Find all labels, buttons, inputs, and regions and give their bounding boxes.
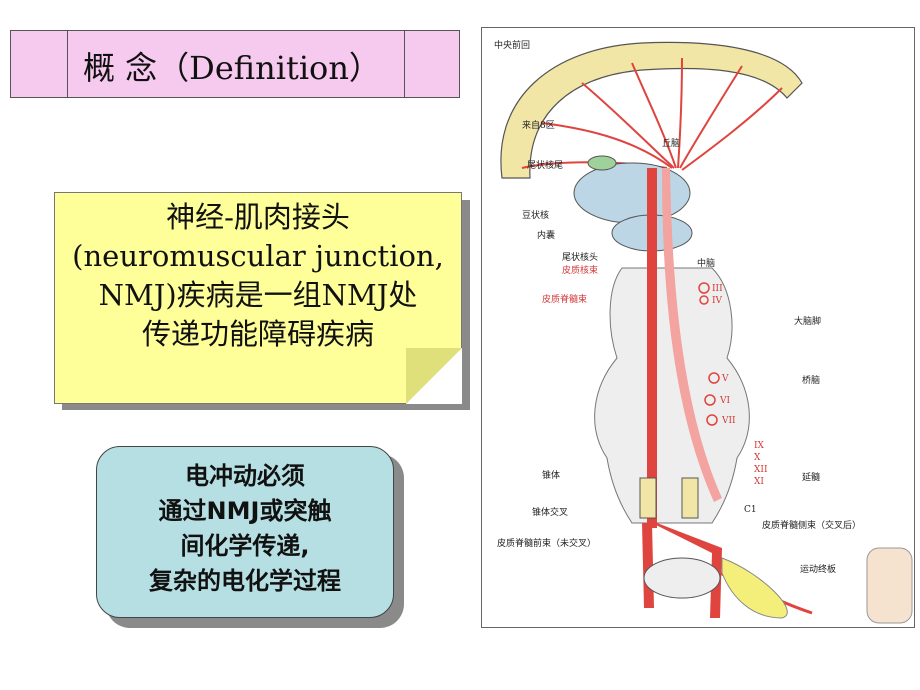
label-motor-endplate: 运动终板 (800, 563, 836, 575)
spinal-cord-section (643, 557, 721, 599)
label-pyramid: 锥体 (542, 469, 560, 481)
title-divider-right (404, 31, 405, 97)
page-fold-corner (406, 348, 462, 404)
label-thalamus: 丘脑 (662, 137, 680, 149)
pyramid-left (639, 477, 657, 519)
definition-line: 神经-肌肉接头 (166, 200, 350, 234)
note-line: 间化学传递, (180, 532, 310, 560)
nuclei-markers (698, 282, 720, 426)
label-nucleus-vii: VII (721, 416, 736, 426)
title-box: 概 念（Definition） (10, 30, 460, 98)
note-box: 电冲动必须 通过NMJ或突触 间化学传递, 复杂的电化学过程 (96, 446, 394, 618)
label-c1: C1 (744, 505, 757, 515)
label-caudate-head: 尾状核头 (562, 251, 598, 263)
label-nucleus-xii: XII (754, 465, 768, 475)
pyramidal-tract-figure: 中央前回 来自8区 尾状核尾 丘脑 豆状核 内囊 尾状核头 皮质核束 皮质脊髓束… (481, 27, 915, 628)
label-anterior-tract: 皮质脊髓前束（未交叉） (497, 537, 596, 549)
label-pons: 桥脑 (802, 374, 820, 386)
caudate-tail-shape (587, 155, 617, 171)
label-from-area8: 来自8区 (522, 119, 555, 131)
muscle-fiber (866, 547, 913, 624)
label-caudate-tail: 尾状核尾 (527, 159, 563, 171)
brainstem-shape (594, 267, 750, 524)
corticospinal-tract (647, 168, 657, 528)
label-nucleus-iii: III (712, 284, 723, 294)
label-nucleus-ix: IX (754, 441, 765, 451)
label-cerebral-peduncle: 大脑脚 (794, 315, 821, 327)
label-internal-capsule: 内囊 (537, 229, 555, 241)
definition-line: 传递功能障碍疾病 (141, 317, 374, 351)
cortex-arch (500, 41, 803, 179)
definition-box: 神经-肌肉接头 (neuromuscular junction, NMJ)疾病是… (54, 192, 462, 404)
pyramidal-tract-diagram: 中央前回 来自8区 尾状核尾 丘脑 豆状核 内囊 尾状核头 皮质核束 皮质脊髓束… (494, 39, 913, 624)
label-pyramidal-decussation: 锥体交叉 (532, 506, 568, 518)
label-nucleus-iv: IV (712, 296, 723, 306)
note-line: 电冲动必须 (185, 462, 305, 490)
definition-line: NMJ)疾病是一组NMJ处 (98, 278, 418, 312)
note-line: 通过NMJ或突触 (158, 497, 332, 525)
label-nucleus-x: X (754, 453, 761, 463)
label-corticospinal: 皮质脊髓束 (542, 293, 587, 305)
corticobulbar-tract (662, 168, 722, 502)
label-nucleus-xi: XI (754, 477, 764, 487)
lateral-corticospinal-tract (652, 523, 722, 618)
note-line: 复杂的电化学过程 (149, 567, 341, 595)
label-lentiform: 豆状核 (522, 209, 549, 221)
label-corticobulbar: 皮质核束 (562, 264, 598, 276)
label-medulla: 延髓 (802, 471, 820, 483)
page-title: 概 念（Definition） (83, 49, 381, 87)
title-divider-left (67, 31, 68, 97)
label-midbrain: 中脑 (697, 257, 715, 269)
nerve-root (721, 557, 788, 619)
label-nucleus-v: V (721, 374, 729, 384)
pyramid-right (681, 477, 699, 519)
label-nucleus-vi: VI (719, 396, 730, 406)
definition-line: (neuromuscular junction, (72, 239, 444, 273)
label-lateral-tract: 皮质脊髓侧束（交叉后） (762, 519, 861, 531)
thalamus-shape (573, 162, 691, 224)
cortical-fibers (521, 57, 783, 171)
label-precentral: 中央前回 (494, 39, 530, 51)
